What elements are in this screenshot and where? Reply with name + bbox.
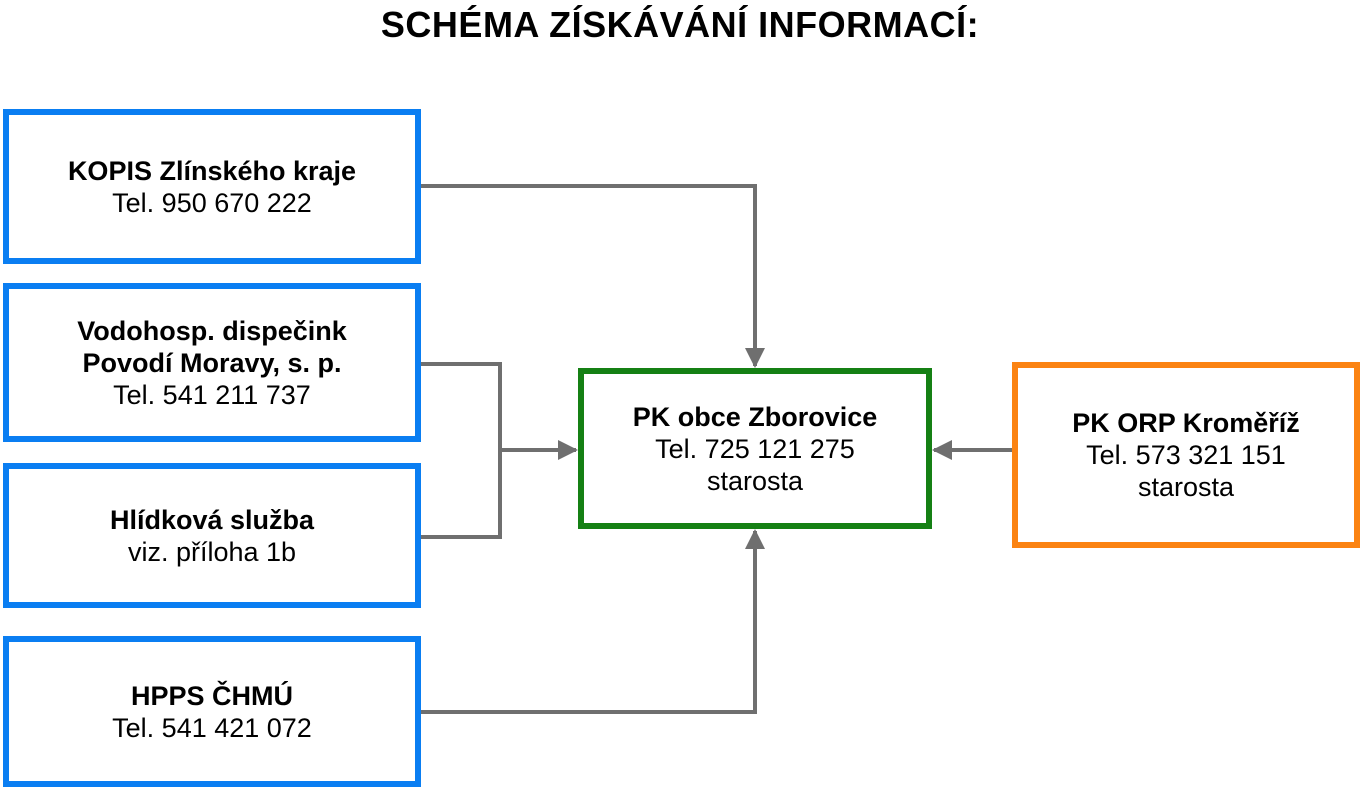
source-box-hlidkova-sluzba: Hlídková služba viz. příloha 1b	[3, 463, 421, 608]
arrow-kopis-to-pk	[421, 184, 765, 368]
source-box-hpps: HPPS ČHMÚ Tel. 541 421 072	[3, 636, 421, 787]
kopis-name: KOPIS Zlínského kraje	[67, 155, 357, 186]
source-box-kopis: KOPIS Zlínského kraje Tel. 950 670 222	[3, 109, 421, 264]
arrow-hpps-to-pk	[421, 529, 765, 714]
orp-tel: Tel. 573 321 151	[1086, 440, 1286, 470]
vodo-name-line2: Povodí Moravy, s. p.	[82, 347, 342, 378]
hlidka-note: viz. příloha 1b	[127, 536, 297, 567]
hlidka-name: Hlídková služba	[109, 504, 315, 535]
pk-role: starosta	[706, 465, 804, 496]
orp-name: PK ORP Kroměříž	[1072, 408, 1300, 438]
source-box-vodohosp: Vodohosp. dispečink Povodí Moravy, s. p.…	[3, 283, 421, 442]
bracket-vodo	[421, 362, 502, 539]
diagram-title: SCHÉMA ZÍSKÁVÁNÍ INFORMACÍ:	[380, 4, 980, 45]
kopis-tel: Tel. 950 670 222	[112, 187, 312, 218]
vodo-name-line1: Vodohosp. dispečink	[77, 315, 347, 346]
pk-name: PK obce Zborovice	[632, 401, 878, 432]
hpps-tel: Tel. 541 421 072	[112, 712, 312, 743]
vodo-tel: Tel. 541 211 737	[113, 379, 311, 410]
orp-role: starosta	[1137, 472, 1235, 502]
center-box-pk-zborovice: PK obce Zborovice Tel. 725 121 275 staro…	[578, 368, 932, 529]
hpps-name: HPPS ČHMÚ	[130, 680, 293, 711]
pk-tel: Tel. 725 121 275	[655, 433, 855, 464]
box-pk-orp-kromeriz: PK ORP Kroměříž Tel. 573 321 151 starost…	[1012, 362, 1360, 548]
